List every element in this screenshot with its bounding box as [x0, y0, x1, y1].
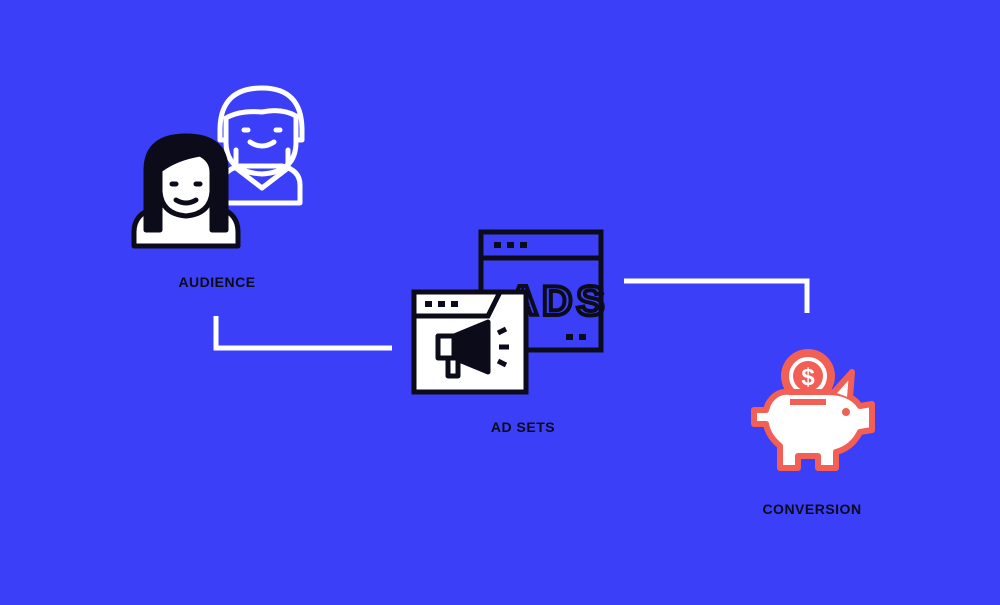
- browser-ads-icon: ADS: [411, 229, 606, 395]
- ads-window-front: [411, 289, 529, 395]
- audience-label: AUDIENCE: [178, 274, 256, 290]
- megaphone-icon: [435, 319, 509, 379]
- people-icon: [131, 85, 305, 249]
- connector-adsets-conversion: [624, 278, 810, 313]
- coin-symbol: $: [801, 364, 815, 391]
- piggy-bank-icon: $: [751, 349, 875, 471]
- conversion-label: CONVERSION: [762, 501, 862, 517]
- ad-sets-label: AD SETS: [490, 419, 556, 435]
- connector-audience-adsets: [213, 316, 392, 351]
